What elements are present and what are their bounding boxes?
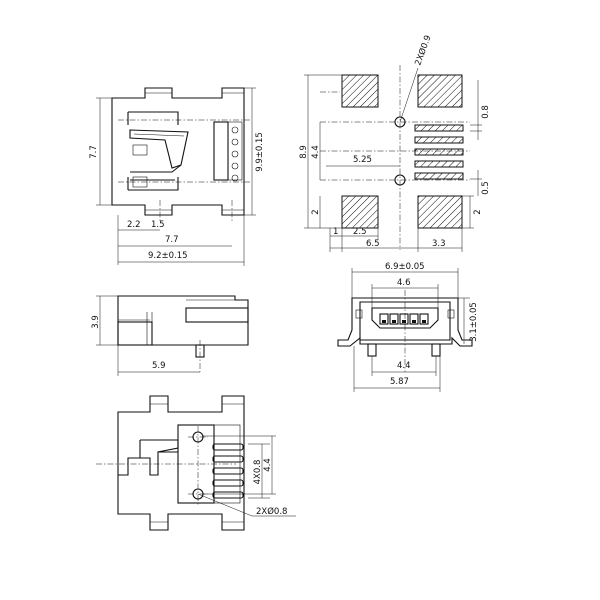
pad-gap: 0.5 [481,181,491,195]
pad-left-span: 6.5 [366,239,380,249]
side-length: 5.9 [152,361,166,371]
pad-height-total: 8.9 [299,145,309,159]
top-height-right: 9.9±0.15 [255,132,265,172]
pad-right-height: 2 [473,209,483,214]
pad-pitch: 0.8 [481,105,491,119]
bottom-hole-callout: 2XØ0.8 [256,506,287,517]
front-height: 3.1±0.05 [469,302,479,342]
front-opening: 4.6 [397,278,411,288]
pad-top-right [417,74,463,108]
pad-layout-view: 2XØ0.9 0.8 8.9 4.4 5.25 0.5 2 2 1 2.5 [299,34,491,252]
front-peg-span: 4.4 [397,361,411,371]
pad-edge: 1 [333,227,338,237]
pad-hole-offset: 5.25 [353,155,372,165]
top-dim-a: 2.2 [127,220,141,230]
top-view: 7.7 9.9±0.15 2.2 1.5 7.7 9.2±0.15 [89,87,265,266]
bottom-span: 4.4 [263,458,273,472]
front-view: 6.9±0.05 4.6 3.1±0.05 4.4 5.87 [337,262,479,392]
front-width-top: 6.9±0.05 [385,262,425,272]
pad-height-inner: 4.4 [311,145,321,159]
pad-bottom-right [417,195,463,229]
pad-left-height: 2 [311,209,321,214]
top-dim-total: 9.2±0.15 [148,251,188,261]
bottom-pitch: 4X0.8 [253,460,263,485]
top-dim-c: 7.7 [165,235,179,245]
pad-hole-callout: 2XØ0.9 [412,34,433,67]
front-bottom-width: 5.87 [390,377,409,387]
pad-width: 2.5 [353,227,367,237]
side-view: 3.9 5.9 [91,295,249,376]
pad-right-span: 3.3 [432,239,446,249]
side-height: 3.9 [91,315,101,329]
top-dim-b: 1.5 [151,220,165,230]
top-height-left: 7.7 [89,145,99,159]
pad-top-left [341,74,379,108]
pad-bottom-left [341,195,379,229]
bottom-view: 4X0.8 4.4 2XØ0.8 [96,395,296,531]
